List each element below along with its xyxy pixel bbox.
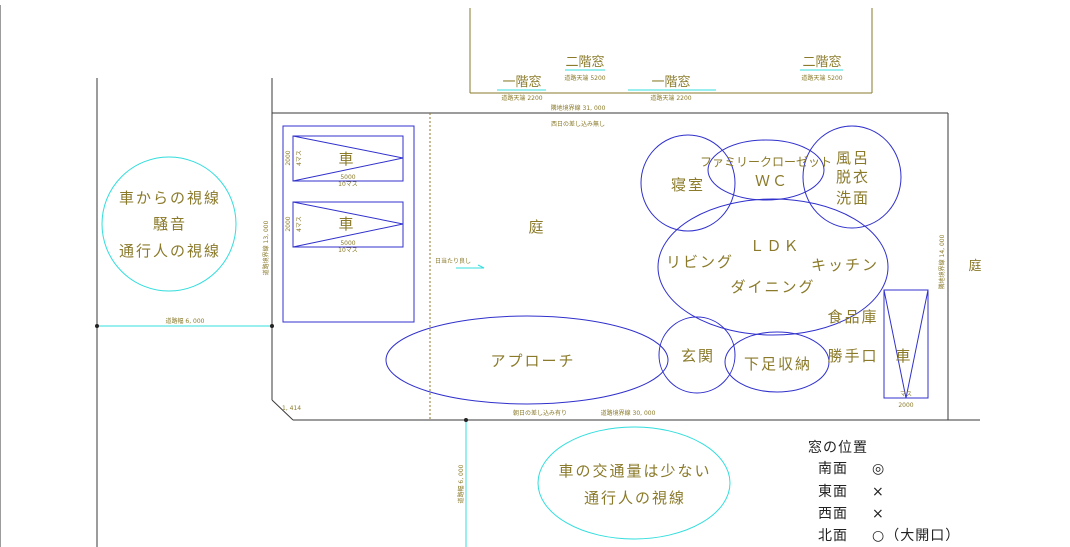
pantry-label: 食品庫 xyxy=(827,308,878,326)
approach-bubble xyxy=(385,315,669,405)
window-note-3: 道路天端 2200 xyxy=(650,94,691,102)
car-width-2: 2000 xyxy=(285,216,292,231)
west-boundary-label: 道路境界線 13, 000 xyxy=(262,220,270,275)
east-boundary-label: 隣地境界線 14, 000 xyxy=(938,234,946,289)
west-note-2: 騒音 xyxy=(153,215,187,233)
washroom-label: 洗面 xyxy=(836,189,870,207)
car-dim-2: 5000 xyxy=(340,240,355,247)
garden-east-label: 庭 xyxy=(968,258,981,274)
neighbor-building: 一階窓 二階窓 一階窓 二階窓 道路天端 2200 道路天端 5200 道路天端… xyxy=(469,8,873,102)
east-car-dim: 2000 xyxy=(898,402,913,409)
ldk-label: ＬＤＫ xyxy=(749,237,800,255)
site-boundary: 隣地境界線 31, 000 西日の差し込み無し 道路境界線 30, 000 朝日… xyxy=(0,5,980,547)
south-note: 車の交通量は少ない 通行人の視線 xyxy=(537,426,731,540)
kitchen-label: キッチン xyxy=(811,256,879,274)
car-label-2: 車 xyxy=(338,215,355,233)
legend-south-mark: ◎ xyxy=(872,461,885,477)
car-dim-1: 5000 xyxy=(340,174,355,181)
west-note: 車からの視線 騒音 通行人の視線 xyxy=(101,156,237,292)
wc-label: ＷＣ xyxy=(755,172,789,190)
south-note-2: 通行人の視線 xyxy=(584,489,686,507)
living-label: リビング xyxy=(666,253,734,271)
window-note-1: 道路天端 2200 xyxy=(501,94,542,102)
car-label-1: 車 xyxy=(338,150,355,168)
legend-west-mark: × xyxy=(872,506,885,522)
family-closet-label: ファミリークローゼット xyxy=(700,155,832,169)
west-note-1: 車からの視線 xyxy=(119,189,221,207)
zoning-bubbles xyxy=(385,125,902,405)
car-width-1: 2000 xyxy=(285,150,292,165)
bedroom-label: 寝室 xyxy=(671,176,705,194)
east-car-mass: マス xyxy=(900,391,912,398)
window-label-4: 二階窓 xyxy=(802,54,841,70)
car-mass-2: 10マス xyxy=(338,247,358,254)
window-note-2: 道路天端 5200 xyxy=(564,74,605,82)
sunlight-note: 日当たり良し xyxy=(435,257,471,265)
west-road-width: 道路幅 6, 000 xyxy=(166,317,205,325)
bedroom-bubble xyxy=(640,134,736,232)
parking-area: 車 車 5000 5000 10マス 10マス 2000 2000 4マス 4マ… xyxy=(282,125,929,409)
south-road-width: 道路幅 6, 000 xyxy=(457,464,465,503)
east-car-label: 車 xyxy=(895,347,912,365)
shoe-bubble xyxy=(724,331,830,393)
window-position-legend: 窓の位置 南面 ◎ 東面 × 西面 × 北面 ○（大開口） xyxy=(808,439,960,544)
window-label-1: 一階窓 xyxy=(502,74,541,90)
dressing-label: 脱衣 xyxy=(836,168,870,186)
south-note-1: 車の交通量は少ない xyxy=(558,462,711,480)
window-note-4: 道路天端 5200 xyxy=(801,74,842,82)
car-mass-1: 10マス xyxy=(338,181,358,188)
window-label-2: 二階窓 xyxy=(565,54,604,70)
car-mass4-1: 4マス xyxy=(296,150,303,166)
corner-label: 1, 414 xyxy=(282,405,301,412)
legend-north-side: 北面 xyxy=(818,528,848,544)
legend-east-mark: × xyxy=(872,484,885,500)
window-label-3: 一階窓 xyxy=(651,74,690,90)
south-boundary-label: 道路境界線 30, 000 xyxy=(601,409,656,417)
ldk-bubble xyxy=(657,198,889,336)
legend-title: 窓の位置 xyxy=(808,439,868,456)
legend-north-mark: ○（大開口） xyxy=(872,528,960,544)
entrance-label: 玄関 xyxy=(681,347,715,365)
legend-south-side: 南面 xyxy=(818,461,848,477)
approach-label: アプローチ xyxy=(490,352,575,370)
bath-label: 風呂 xyxy=(836,149,870,167)
dining-label: ダイニング xyxy=(730,278,815,296)
back-door-label: 勝手口 xyxy=(827,347,878,365)
closet-bubble xyxy=(707,139,825,201)
entrance-bubble xyxy=(658,316,736,394)
car-mass4-2: 4マス xyxy=(296,216,303,232)
bath-bubble xyxy=(802,125,902,229)
north-sun-note: 西日の差し込み無し xyxy=(551,120,605,128)
west-note-3: 通行人の視線 xyxy=(119,242,221,260)
south-sun-note: 朝日の差し込み有り xyxy=(513,409,567,417)
legend-west-side: 西面 xyxy=(818,506,848,522)
north-boundary-label: 隣地境界線 31, 000 xyxy=(551,104,606,112)
legend-east-side: 東面 xyxy=(818,484,848,500)
shoe-storage-label: 下足収納 xyxy=(744,355,812,373)
garden-label: 庭 xyxy=(528,218,545,236)
